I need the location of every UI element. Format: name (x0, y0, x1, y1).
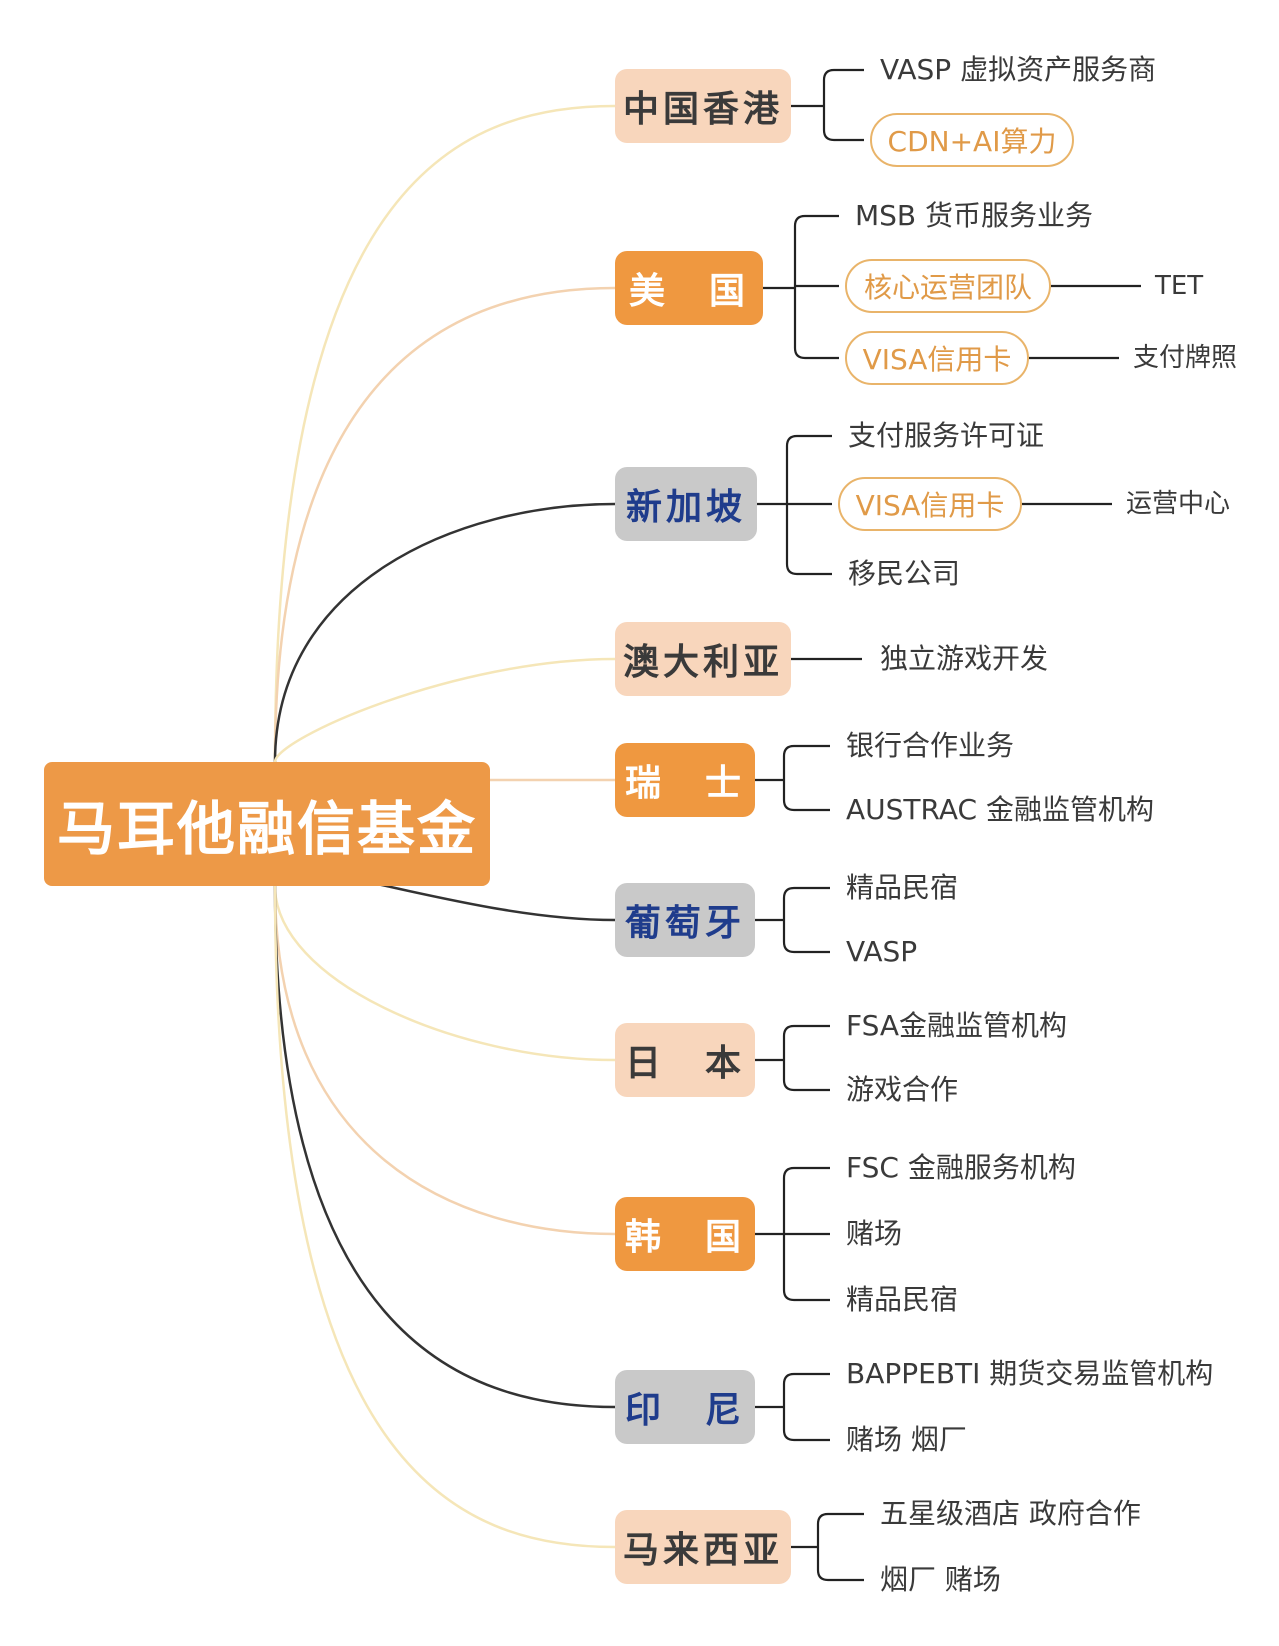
connector-curve (273, 657, 616, 763)
child-label: 移民公司 (848, 557, 961, 590)
child-pill: VISA信用卡 (838, 477, 1022, 531)
child-label: 精品民宿 (846, 871, 959, 904)
bracket-line (822, 68, 864, 142)
branch-node: 马来西亚 (615, 1510, 791, 1584)
branch-node: 韩 国 (615, 1197, 755, 1271)
child-label: 赌场 烟厂 (846, 1423, 967, 1456)
child-label: 支付服务许可证 (848, 419, 1045, 452)
child-label: FSA金融监管机构 (846, 1009, 1068, 1042)
child-label: FSC 金融服务机构 (846, 1151, 1076, 1184)
bracket-line (782, 1372, 830, 1442)
branch-node: 葡萄牙 (615, 883, 755, 957)
tail-label: 运营中心 (1126, 489, 1231, 519)
child-label: 独立游戏开发 (880, 642, 1049, 675)
child-pill: VISA信用卡 (845, 331, 1029, 385)
bracket-line (816, 1512, 864, 1582)
bracket-line (782, 1024, 830, 1092)
branch-node: 印 尼 (615, 1370, 755, 1444)
child-label: 五星级酒店 政府合作 (880, 1497, 1141, 1530)
child-label: 精品民宿 (846, 1283, 959, 1316)
branch-node: 澳大利亚 (615, 622, 791, 696)
bracket-line (782, 886, 830, 954)
tail-label: TET (1155, 271, 1204, 301)
branch-node: 美 国 (615, 251, 763, 325)
connector-curve (273, 885, 616, 1236)
branch-node: 新加坡 (615, 467, 757, 541)
connector-curve (273, 104, 616, 763)
connector-curve (273, 286, 616, 763)
connector-curve (273, 885, 616, 1549)
connector-curve (273, 502, 616, 763)
child-label: VASP (846, 935, 918, 968)
child-label: 赌场 (846, 1217, 903, 1250)
child-pill: 核心运营团队 (845, 259, 1051, 313)
child-label: 银行合作业务 (846, 729, 1015, 762)
branch-node: 瑞 士 (615, 743, 755, 817)
child-label: VASP 虚拟资产服务商 (880, 53, 1157, 86)
branch-node: 中国香港 (615, 69, 791, 143)
child-label: BAPPEBTI 期货交易监管机构 (846, 1357, 1214, 1390)
root-node: 马耳他融信基金 (44, 762, 490, 886)
branch-node: 日 本 (615, 1023, 755, 1097)
child-label: 游戏合作 (846, 1073, 959, 1106)
connector-curve (273, 885, 616, 1062)
tail-label: 支付牌照 (1133, 343, 1238, 373)
child-label: 烟厂 赌场 (880, 1563, 1001, 1596)
child-label: MSB 货币服务业务 (855, 199, 1094, 232)
child-pill: CDN+AI算力 (870, 113, 1074, 167)
child-label: AUSTRAC 金融监管机构 (846, 793, 1154, 826)
connector-curve (273, 885, 616, 1409)
bracket-line (782, 744, 830, 812)
